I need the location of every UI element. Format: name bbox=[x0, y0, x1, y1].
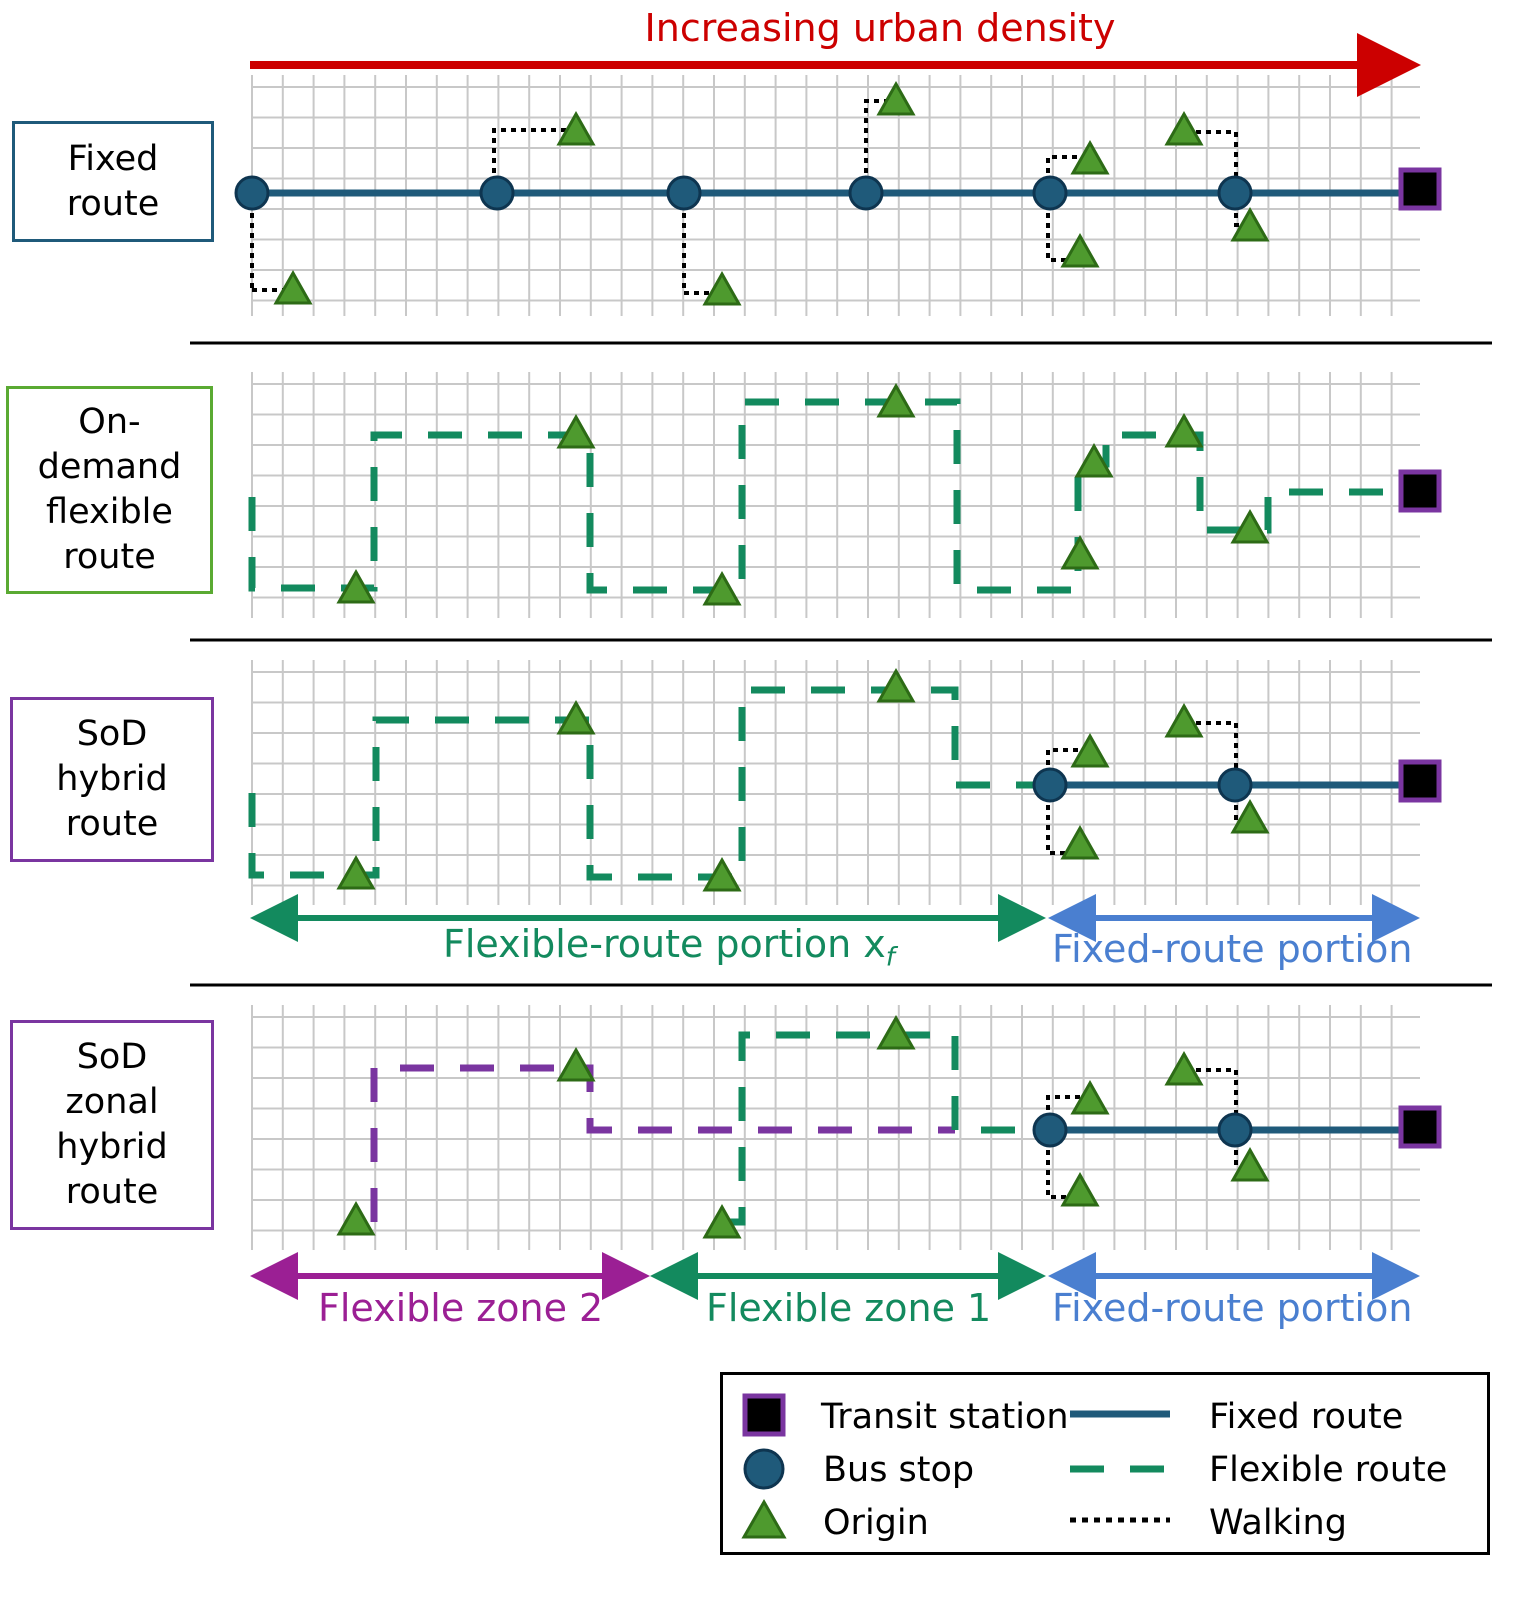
panel-label-zonal-text: SoD zonal hybrid route bbox=[56, 1037, 168, 1212]
flexible-zone-2-label: Flexible zone 2 bbox=[318, 1286, 603, 1330]
origin-icon bbox=[556, 699, 596, 735]
legend-stop-label: Bus stop bbox=[823, 1450, 975, 1490]
origin-icon bbox=[556, 110, 596, 146]
flexible-zone-1-route bbox=[723, 1031, 1048, 1226]
origin-icon bbox=[702, 570, 742, 606]
origin-icon bbox=[876, 382, 916, 418]
bus-stop-icon bbox=[666, 175, 702, 211]
walking-path bbox=[682, 193, 722, 295]
walking-path bbox=[1186, 721, 1238, 785]
origin-icon bbox=[876, 1014, 916, 1050]
transit-station-icon bbox=[1398, 1105, 1442, 1149]
flexible-route-line bbox=[248, 398, 1402, 594]
origin-icon bbox=[556, 413, 596, 449]
panel-label-fixed-text: Fixed route bbox=[66, 138, 160, 224]
origin-icon bbox=[336, 1200, 376, 1236]
fixed-route-portion-label-zonal: Fixed-route portion bbox=[1052, 1286, 1412, 1330]
panel-label-ondemand: On- demand flexible route bbox=[6, 386, 213, 594]
panel-label-zonal: SoD zonal hybrid route bbox=[10, 1020, 214, 1230]
zone1-text: Flexible zone 1 bbox=[706, 1286, 992, 1330]
origin-icon bbox=[1060, 1171, 1100, 1207]
fixed-portion-text-hybrid: Fixed-route portion bbox=[1052, 927, 1413, 971]
bus-stop-icon bbox=[1032, 1112, 1068, 1148]
origin-icon bbox=[1074, 442, 1114, 478]
walking-path bbox=[492, 128, 574, 193]
panel-label-hybrid: SoD hybrid route bbox=[10, 697, 214, 862]
transit-station-icon bbox=[1398, 469, 1442, 513]
zone2-text: Flexible zone 2 bbox=[318, 1286, 604, 1330]
origin-icon bbox=[702, 856, 742, 892]
legend-fixed-route-label: Fixed route bbox=[1209, 1397, 1404, 1437]
origin-icon bbox=[336, 568, 376, 604]
walking-path bbox=[1046, 1130, 1080, 1199]
fixed-route-portion-label-hybrid: Fixed-route portion bbox=[1052, 927, 1412, 971]
flexible-portion-text: Flexible-route portion x bbox=[443, 922, 886, 966]
origin-icon bbox=[1070, 1079, 1110, 1115]
origin-icon bbox=[1070, 732, 1110, 768]
bus-stop-icon bbox=[479, 175, 515, 211]
fixed-portion-text-zonal: Fixed-route portion bbox=[1052, 1286, 1413, 1330]
panel-label-ondemand-text: On- demand flexible route bbox=[37, 402, 182, 577]
walking-path bbox=[1186, 130, 1238, 193]
origin-icon bbox=[1230, 206, 1270, 242]
panel-label-hybrid-text: SoD hybrid route bbox=[56, 714, 168, 844]
origin-icon bbox=[876, 80, 916, 116]
origin-icon bbox=[1164, 412, 1204, 448]
legend-walking-label: Walking bbox=[1209, 1503, 1347, 1543]
flexible-zone-2-route bbox=[370, 1064, 955, 1222]
bus-stop-icon bbox=[234, 175, 270, 211]
bus-stop-icon bbox=[1032, 175, 1068, 211]
flexible-route-line bbox=[248, 686, 1048, 881]
bus-stop-icon bbox=[848, 175, 884, 211]
density-title-text: Increasing urban density bbox=[644, 6, 1116, 50]
bus-stop-icon bbox=[1217, 767, 1253, 803]
origin-icon bbox=[1060, 824, 1100, 860]
origin-icon bbox=[1164, 110, 1204, 146]
origin-icon bbox=[336, 854, 376, 890]
origin-icon bbox=[702, 1203, 742, 1239]
legend: Transit station Bus stop Origin Fixed ro… bbox=[720, 1372, 1490, 1555]
origin-icon bbox=[1164, 702, 1204, 738]
walking-path bbox=[1046, 193, 1080, 262]
origin-icon bbox=[702, 270, 742, 306]
origin-icon bbox=[1060, 534, 1100, 570]
panel-label-fixed: Fixed route bbox=[12, 121, 214, 242]
bus-stop-icon bbox=[1217, 175, 1253, 211]
flexible-portion-subscript: f bbox=[885, 942, 895, 973]
origin-icon bbox=[556, 1046, 596, 1082]
origin-icon bbox=[1060, 232, 1100, 268]
origin-icon bbox=[273, 269, 313, 305]
bus-stop-icon bbox=[1032, 767, 1068, 803]
walking-path bbox=[1046, 785, 1080, 855]
origin-icon bbox=[1230, 798, 1270, 834]
flexible-zone-1-label: Flexible zone 1 bbox=[706, 1286, 991, 1330]
origin-icon bbox=[1164, 1050, 1204, 1086]
legend-origin-label: Origin bbox=[823, 1503, 929, 1543]
origin-icon bbox=[1230, 1146, 1270, 1182]
bus-stop-icon bbox=[1217, 1112, 1253, 1148]
origin-icon bbox=[1230, 508, 1270, 544]
transit-station-icon bbox=[1398, 167, 1442, 211]
legend-flexible-route-label: Flexible route bbox=[1209, 1450, 1448, 1490]
walking-path bbox=[1186, 1068, 1238, 1130]
origin-icon bbox=[1070, 139, 1110, 175]
transit-station-icon bbox=[1398, 759, 1442, 803]
flexible-route-portion-label: Flexible-route portion xf bbox=[443, 922, 895, 973]
origin-icon bbox=[876, 667, 916, 703]
legend-station-label: Transit station bbox=[821, 1397, 1069, 1437]
density-arrow-label: Increasing urban density bbox=[0, 6, 1538, 50]
